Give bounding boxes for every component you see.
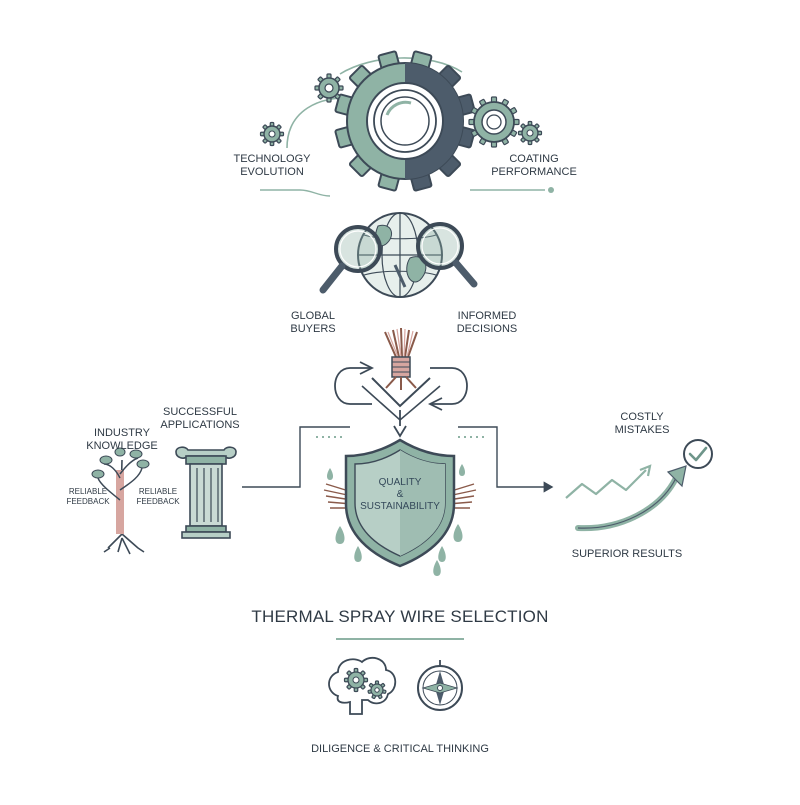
fiber-strands-left — [323, 483, 353, 509]
connector-to-shield-left — [242, 426, 350, 488]
fiber-strands-right — [447, 483, 477, 509]
small-gear-icon-right — [517, 120, 543, 146]
pillar-icon — [175, 446, 237, 539]
small-gear-icon-top-left — [314, 73, 344, 103]
label-successful-applications: SUCCESSFUL APPLICATIONS — [160, 406, 240, 431]
trend-arrow-icon — [565, 464, 687, 532]
label-technology-evolution: TECHNOLOGY EVOLUTION — [233, 153, 311, 178]
droplet-icons — [327, 464, 465, 576]
label-reliable-feedback-left: RELIABLE FEEDBACK — [66, 487, 110, 506]
label-informed-decisions: INFORMED DECISIONS — [456, 310, 518, 335]
label-industry-knowledge: INDUSTRY KNOWLEDGE — [86, 427, 158, 452]
label-coating-performance: COATING PERFORMANCE — [491, 153, 577, 178]
label-reliable-feedback-right: RELIABLE FEEDBACK — [136, 487, 180, 506]
label-quality-sustainability: QUALITY & SUSTAINABILITY — [360, 477, 440, 512]
shield-icon — [344, 438, 456, 568]
cycle-arrows-icon — [334, 361, 468, 438]
magnifying-glass-icon-right — [416, 222, 478, 288]
medium-gear-icon-right — [468, 96, 520, 148]
small-gear-icon-left — [259, 121, 285, 147]
label-costly-mistakes: COSTLY MISTAKES — [614, 411, 670, 436]
label-superior-results: SUPERIOR RESULTS — [571, 548, 683, 560]
connector-to-results — [458, 426, 554, 493]
brain-gears-icon — [328, 656, 397, 715]
check-circle-icon — [683, 439, 713, 469]
label-diligence-critical-thinking: DILIGENCE & CRITICAL THINKING — [311, 743, 489, 755]
wire-bundle-icon — [384, 327, 418, 390]
label-global-buyers: GLOBAL BUYERS — [290, 310, 336, 335]
connector-line-left — [260, 189, 331, 197]
magnifying-glass-icon-left — [319, 225, 382, 294]
tree-icon — [91, 447, 150, 555]
diagram-title: THERMAL SPRAY WIRE SELECTION — [251, 607, 549, 626]
compass-icon — [417, 660, 463, 711]
connector-dot — [548, 187, 554, 193]
main-gear-icon — [334, 50, 476, 192]
